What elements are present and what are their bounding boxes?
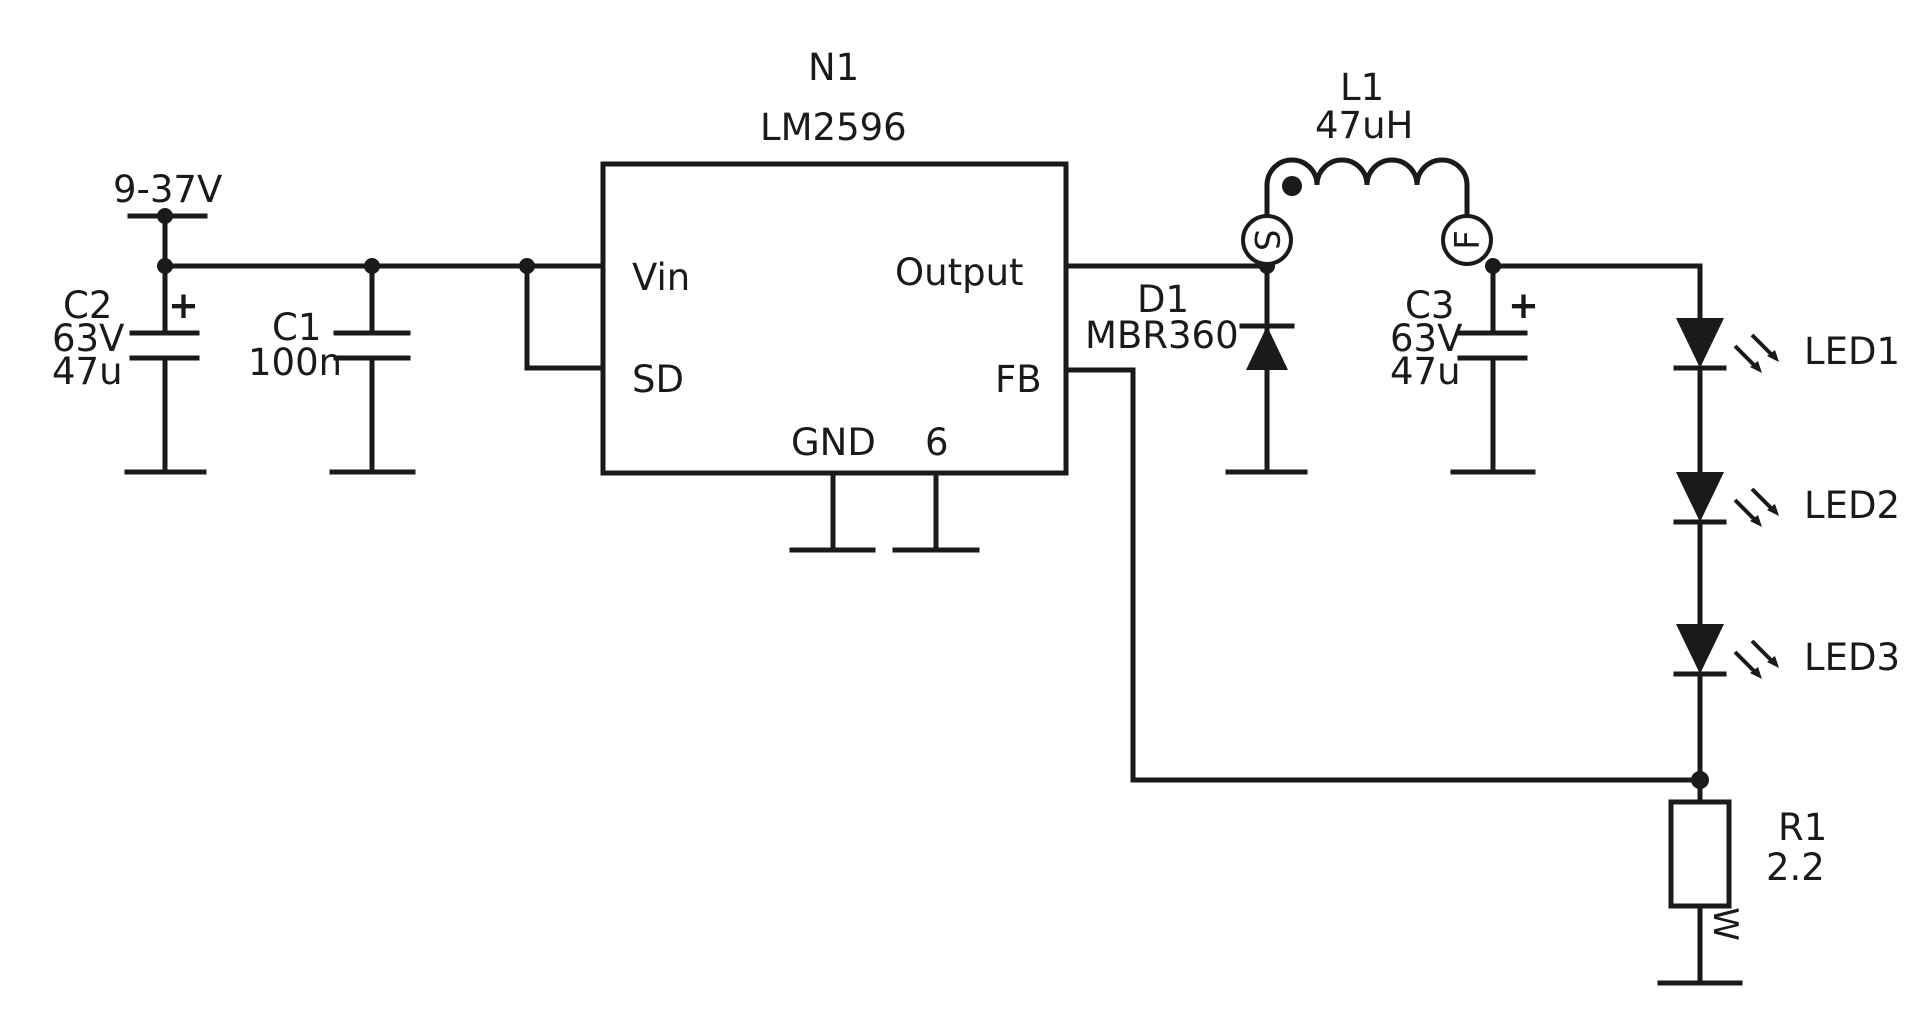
ic-part-number: LM2596: [760, 106, 907, 149]
input-rail: [157, 258, 603, 371]
diode-d1: D1 MBR360: [1085, 263, 1308, 475]
c2-voltage: 63V: [52, 317, 124, 360]
resistor-r1: W R1 2.2: [1657, 777, 1827, 986]
led-1-designator: LED1: [1804, 330, 1900, 373]
led-1: LED1: [1673, 318, 1900, 373]
c3-voltage: 63V: [1390, 317, 1462, 360]
c3-polarity-mark: +: [1508, 284, 1539, 327]
led-1-triangle: [1676, 318, 1724, 368]
led-3-triangle: [1676, 624, 1724, 674]
l1-start-mark: S: [1246, 229, 1286, 251]
ic-designator: N1: [808, 46, 859, 89]
c3-value: 47u: [1390, 350, 1461, 393]
supply-input: 9-37V: [113, 168, 222, 269]
c1-value: 100n: [248, 341, 342, 384]
led-string: LED1 LED2 LED3: [1673, 318, 1900, 805]
d1-designator: D1: [1137, 278, 1189, 321]
c2-designator: C2: [63, 284, 112, 327]
capacitor-c3: + C3 63V 47u: [1390, 263, 1539, 475]
supply-voltage-label: 9-37V: [113, 168, 222, 211]
inductor-l1: L1 47uH S F: [1241, 66, 1493, 266]
c3-designator: C3: [1405, 284, 1454, 327]
pin-label-gnd: GND: [791, 421, 876, 464]
led-2-triangle: [1676, 472, 1724, 522]
led-2: LED2: [1673, 472, 1900, 527]
led-1-emission-arrows: [1733, 333, 1779, 373]
r1-designator: R1: [1778, 806, 1827, 849]
feedback-wire: [1063, 367, 1709, 789]
l1-start-terminal: [1241, 214, 1293, 266]
capacitor-c2: + C2 63V 47u: [52, 263, 207, 475]
led-3-designator: LED3: [1804, 636, 1900, 679]
led-3-emission-arrows: [1733, 639, 1779, 679]
l1-value: 47uH: [1315, 104, 1413, 147]
l1-finish-terminal: [1441, 214, 1493, 266]
r1-body: [1668, 799, 1732, 909]
r1-value: 2.2: [1766, 846, 1825, 889]
l1-designator: L1: [1340, 66, 1384, 109]
c2-polarity-mark: +: [168, 284, 199, 327]
pin-label-6: 6: [925, 421, 949, 464]
r1-type-mark: W: [1705, 907, 1745, 941]
pin-label-output: Output: [895, 251, 1024, 294]
d1-part-number: MBR360: [1085, 314, 1239, 357]
pin-label-sd: SD: [632, 358, 684, 401]
led-3: LED3: [1673, 624, 1900, 679]
led-2-designator: LED2: [1804, 484, 1900, 527]
diode-d1-triangle: [1246, 326, 1288, 370]
pin-label-vin: Vin: [632, 256, 690, 299]
l1-polarity-dot: [1282, 176, 1302, 196]
ic-n1: N1 LM2596 Vin SD Output FB GND 6: [600, 46, 1069, 553]
l1-finish-mark: F: [1448, 230, 1488, 250]
capacitor-c1: C1 100n: [248, 263, 416, 475]
switch-node: [1063, 258, 1275, 274]
c1-designator: C1: [272, 306, 321, 349]
led-2-emission-arrows: [1733, 487, 1779, 527]
junction-dot: [157, 208, 173, 224]
pin-label-fb: FB: [995, 358, 1042, 401]
c2-value: 47u: [52, 350, 123, 393]
